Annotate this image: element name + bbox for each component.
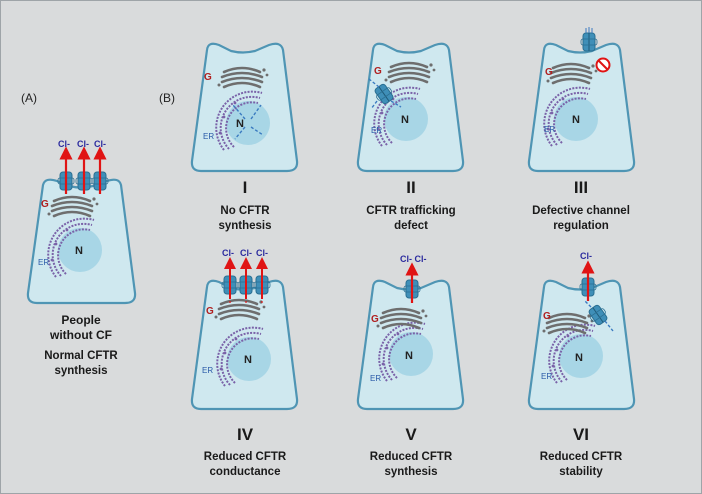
cell-II-caption: II CFTR trafficking defect [346,178,476,234]
golgi-label: G [543,311,551,322]
cell-V-caption: V Reduced CFTR synthesis [351,425,471,480]
golgi-label: G [206,306,214,317]
cell-IV [190,257,299,411]
er-label: ER [202,366,213,375]
cell-IV-line1: Reduced CFTR [203,451,287,463]
cell-IV-roman: IV [236,425,254,444]
er-label: ER [541,372,552,381]
cell-a-sub-line2: synthesis [54,365,108,377]
golgi-label: G [374,66,382,77]
cell-I [190,42,299,173]
cell-III-caption: III Defective channel regulation [516,178,646,234]
cell-a-nucleus [58,228,102,272]
cell-IV-caption: IV Reduced CFTR conductance [185,425,305,480]
cell-I-caption: I No CFTR synthesis [185,178,305,234]
cell-III [527,27,636,173]
nucleus-label: N [572,114,580,126]
cell-V [356,262,465,411]
cell-II [356,42,465,173]
er-label: ER [203,132,214,141]
er-label: ER [38,258,49,267]
cell-a-title: People without CF [31,313,131,343]
cell-a-title-line2: without CF [50,328,112,342]
chloride-label: Cl- [222,248,234,258]
cell-a [26,146,137,305]
cell-I-line1: No CFTR [220,205,270,217]
golgi-label: G [204,72,212,83]
cell-III-roman: III [573,178,589,197]
cell-II-line1: CFTR trafficking [366,205,456,217]
cell-a-subtitle: Normal CFTR synthesis [26,349,136,379]
cell-III-line1: Defective channel [532,205,630,217]
nucleus-label: N [244,354,252,366]
cell-III-line2: regulation [553,220,609,232]
cell-VI-caption: VI Reduced CFTR stability [521,425,641,480]
nucleus-label: N [575,352,583,364]
cell-II-line2: defect [394,220,428,232]
cell-a-sub-line1: Normal CFTR [44,350,118,362]
cell-VI-line2: stability [559,466,603,478]
no-entry-icon [595,57,611,73]
chloride-label: Cl- [77,139,89,149]
cell-VI-roman: VI [572,425,590,444]
cell-I-line2: synthesis [218,220,272,232]
cell-VI [527,260,636,411]
er-label: ER [370,374,381,383]
cell-VI-line1: Reduced CFTR [539,451,623,463]
cell-II-roman: II [406,178,416,197]
cell-V-line1: Reduced CFTR [369,451,453,463]
chloride-label: Cl- [580,251,592,261]
panel-b-label: (B) [159,91,175,105]
nucleus-label: N [75,245,83,257]
chloride-label: Cl- [240,248,252,258]
cell-IV-line2: conductance [209,466,281,478]
chloride-label: Cl- [256,248,268,258]
golgi-label: G [545,67,553,78]
chloride-label: Cl- [94,139,106,149]
cell-V-roman: V [405,425,417,444]
nucleus-label: N [401,114,409,126]
golgi-label: G [371,314,379,325]
cell-a-title-line1: People [61,313,101,327]
golgi-label: G [41,199,49,210]
cell-I-roman: I [242,178,248,197]
chloride-label: Cl- [58,139,70,149]
chloride-pair-label: Cl- Cl- [400,254,427,264]
cell-V-line2: synthesis [384,466,438,478]
er-label: ER [544,125,555,134]
nucleus-label: N [236,118,244,130]
er-label: ER [371,126,382,135]
panel-a-label: (A) [21,91,37,105]
nucleus-label: N [405,350,413,362]
